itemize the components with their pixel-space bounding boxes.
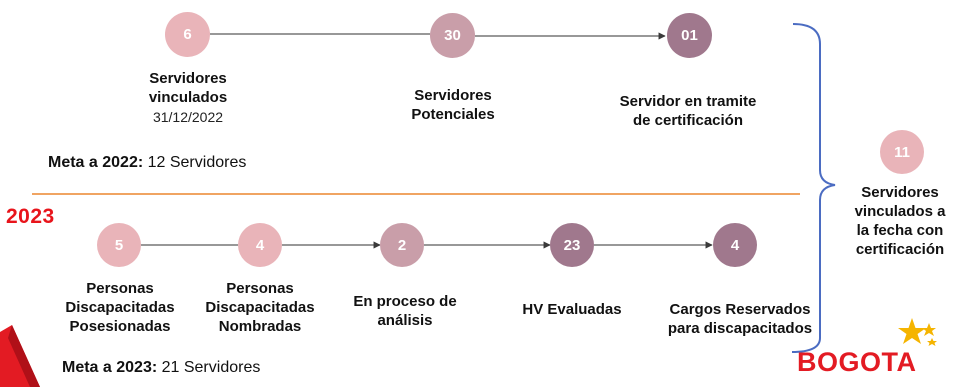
- label-2023-analisis: En proceso de análisis: [349, 292, 461, 330]
- label-2022-vinculados: Servidores vinculados: [128, 69, 248, 107]
- label-line: Discapacitadas: [65, 299, 175, 316]
- label-2022-tramite: Servidor en tramite de certificación: [604, 92, 772, 130]
- label-line: de certificación: [632, 112, 744, 129]
- meta-2023: Meta a 2023: 21 Servidores: [62, 359, 260, 377]
- label-2023-nombradas: Personas Discapacitadas Nombradas: [202, 279, 318, 336]
- node-2023-cargos: 4: [713, 223, 757, 267]
- label-line: para discapacitados: [667, 320, 813, 337]
- label-2023-posesionadas: Personas Discapacitadas Posesionadas: [62, 279, 178, 336]
- logo-star-large-icon: [898, 318, 926, 344]
- label-line: Nombradas: [218, 318, 302, 335]
- node-2023-analisis: 2: [380, 223, 424, 267]
- label-line: HV Evaluadas: [522, 301, 622, 318]
- meta-2022: Meta a 2022: 12 Servidores: [48, 154, 246, 172]
- node-summary: 11: [880, 130, 924, 174]
- label-line: En proceso de: [353, 293, 457, 310]
- label-summary: Servidores vinculados a la fecha con cer…: [848, 183, 952, 259]
- label-2022-potenciales: Servidores Potenciales: [393, 86, 513, 124]
- label-line: Discapacitadas: [205, 299, 315, 316]
- right-bracket: [791, 23, 836, 353]
- node-2023-posesionadas: 5: [97, 223, 141, 267]
- bogota-logo: BOGOTA: [797, 347, 917, 377]
- label-line: la fecha con: [856, 222, 944, 239]
- logo-star-tiny-icon: [927, 338, 937, 346]
- label-line: Servidor en tramite: [619, 93, 757, 110]
- label-2023-hv: HV Evaluadas: [512, 300, 632, 319]
- meta-2022-rest: 12 Servidores: [143, 154, 247, 171]
- label-line: Personas: [86, 280, 154, 297]
- label-2023-cargos: Cargos Reservados para discapacitados: [655, 300, 825, 338]
- year-label: 2023: [6, 205, 55, 228]
- label-line: análisis: [377, 312, 433, 329]
- logo-star-small-icon: [922, 323, 936, 336]
- label-line: Cargos Reservados: [669, 301, 811, 318]
- label-line: Potenciales: [411, 106, 495, 123]
- label-line: Posesionadas: [69, 318, 171, 335]
- label-line: certificación: [855, 241, 945, 258]
- label-line: vinculados a: [854, 203, 946, 220]
- label-line: Servidores: [149, 70, 227, 87]
- label-line: Servidores: [414, 87, 492, 104]
- red-corner-shadow: [8, 325, 40, 387]
- label-line: Servidores: [861, 184, 939, 201]
- meta-2023-rest: 21 Servidores: [157, 359, 261, 376]
- label-line: Personas: [226, 280, 294, 297]
- date-2022: 31/12/2022: [152, 109, 224, 125]
- meta-2022-bold: Meta a 2022:: [48, 154, 144, 171]
- meta-2023-bold: Meta a 2023:: [62, 359, 158, 376]
- node-2022-potenciales: 30: [430, 13, 475, 58]
- node-2022-tramite: 01: [667, 13, 712, 58]
- node-2023-hv: 23: [550, 223, 594, 267]
- node-2022-vinculados: 6: [165, 12, 210, 57]
- node-2023-nombradas: 4: [238, 223, 282, 267]
- label-line: vinculados: [148, 89, 228, 106]
